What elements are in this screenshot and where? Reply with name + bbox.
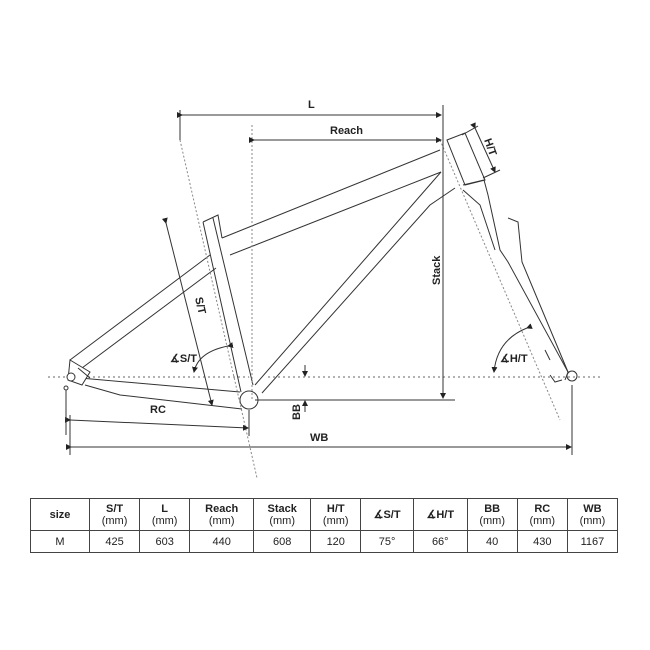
header-ht-angle: ∡H/T (412, 498, 468, 531)
cell-st-angle: 75° (360, 530, 414, 553)
cell-ht: 120 (310, 530, 362, 553)
front-axle (566, 370, 578, 382)
header-st-angle: ∡S/T (360, 498, 414, 531)
header-ht: H/T(mm) (310, 498, 362, 531)
table-row: M 425 603 440 608 120 75° 66° 40 430 116… (30, 530, 619, 553)
header-reach: Reach(mm) (189, 498, 255, 531)
wb-label: WB (310, 432, 328, 444)
st-dimension (161, 217, 214, 406)
cell-reach: 440 (189, 530, 255, 553)
down-tube (254, 171, 456, 394)
cell-l: 603 (139, 530, 191, 553)
header-stack: Stack(mm) (253, 498, 312, 531)
l-label: L (308, 99, 315, 111)
cell-bb: 40 (466, 530, 518, 553)
stack-label: Stack (431, 255, 443, 285)
fork (446, 132, 578, 383)
rc-label: RC (150, 404, 166, 416)
geometry-table: size S/T(mm) L(mm) Reach(mm) Stack(mm) H… (30, 498, 619, 553)
header-st: S/T(mm) (88, 498, 141, 531)
st-angle-arc (192, 342, 234, 373)
cell-stack: 608 (253, 530, 312, 553)
cell-ht-angle: 66° (412, 530, 468, 553)
header-bb: BB(mm) (466, 498, 518, 531)
header-rc: RC(mm) (516, 498, 568, 531)
cell-rc: 430 (516, 530, 568, 553)
ht-angle-arc (491, 323, 533, 373)
st-label: S/T (192, 296, 208, 316)
st-angle-label: ∡S/T (170, 353, 197, 365)
top-tube (221, 149, 442, 256)
header-wb: WB(mm) (566, 498, 619, 531)
frame (63, 149, 456, 410)
cell-wb: 1167 (566, 530, 619, 553)
cell-st: 425 (88, 530, 141, 553)
frame-diagram: L Reach H/T Stack S/T ∡S/T ∡H/T BB RC WB (48, 99, 600, 479)
seat-stays (69, 254, 217, 369)
bb-label: BB (291, 404, 303, 420)
ht-dimension (470, 122, 496, 173)
header-size: size (30, 498, 90, 531)
reach-label: Reach (330, 125, 363, 137)
table-header-row: size S/T(mm) L(mm) Reach(mm) Stack(mm) H… (30, 498, 619, 531)
header-l: L(mm) (139, 498, 191, 531)
cell-size: M (30, 530, 90, 553)
ht-label: H/T (481, 137, 498, 158)
ht-angle-label: ∡H/T (500, 353, 528, 365)
rear-axle (66, 372, 76, 382)
rc-dimension (64, 416, 249, 431)
